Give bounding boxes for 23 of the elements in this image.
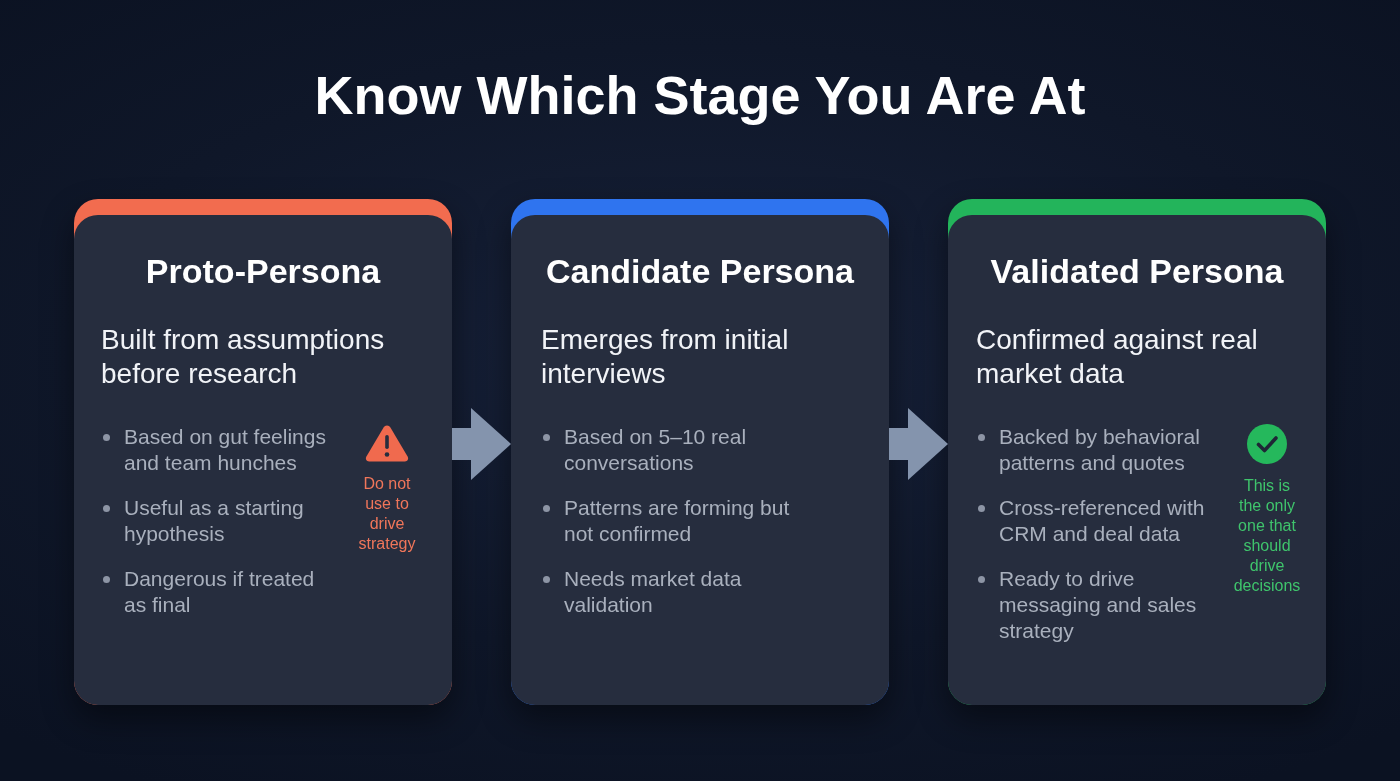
card-subtitle: Emerges from initial interviews (541, 323, 790, 391)
bullet-item: Based on 5–10 real conversations (541, 424, 804, 476)
block-arrow (452, 408, 511, 480)
bullet-item: Backed by behavioral patterns and quotes (976, 424, 1211, 476)
recommendation-note: This is the only one that should drive decisions (1232, 476, 1302, 596)
card-subtitle: Built from assumptions before research (101, 323, 386, 391)
warning-note: Do not use to drive strategy (357, 474, 417, 554)
bullet-item: Based on gut feelings and team hunches (101, 424, 336, 476)
persona-card (74, 199, 452, 705)
persona-card (511, 199, 889, 705)
bullet-item: Needs market data validation (541, 566, 804, 618)
block-arrow (889, 408, 948, 480)
card-heading: Validated Persona (990, 251, 1284, 291)
bullet-item: Cross-referenced with CRM and deal data (976, 495, 1211, 547)
page-title: Know Which Stage You Are At (314, 64, 1086, 127)
card-heading: Proto-Persona (145, 251, 381, 291)
bullet-item: Useful as a starting hypothesis (101, 495, 336, 547)
persona-card (948, 199, 1326, 705)
bullet-item: Ready to drive messaging and sales strategy (976, 566, 1211, 644)
card-heading: Candidate Persona (546, 251, 854, 291)
bullet-item: Dangerous if treated as final (101, 566, 336, 618)
card-subtitle: Confirmed against real market data (976, 323, 1259, 391)
bullet-item: Patterns are forming but not confirmed (541, 495, 804, 547)
